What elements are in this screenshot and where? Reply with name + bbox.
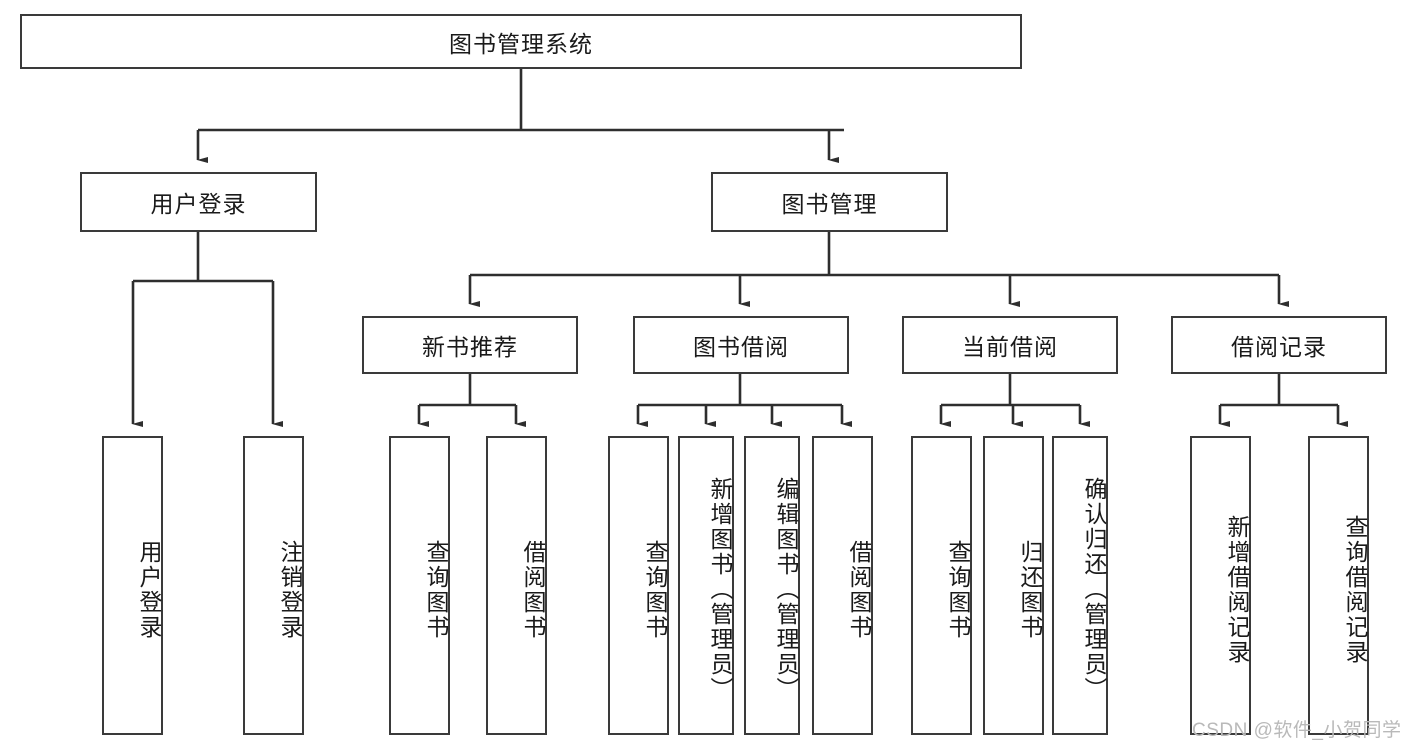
node-book-borrow-label: 图书借阅 (693, 334, 789, 360)
node-book-manage[interactable]: 图书管理 (711, 172, 948, 232)
node-leaf-confirm-return-label: 确认归还（管理员） (1081, 477, 1107, 702)
node-leaf-query-book-1[interactable]: 查询图书 (389, 436, 450, 735)
node-new-book-rec-label: 新书推荐 (422, 334, 518, 360)
node-leaf-query-book-1-label: 查询图书 (423, 539, 449, 640)
node-leaf-confirm-return[interactable]: 确认归还（管理员） (1052, 436, 1108, 735)
node-leaf-query-book-3[interactable]: 查询图书 (911, 436, 972, 735)
node-leaf-borrow-book-1[interactable]: 借阅图书 (486, 436, 547, 735)
node-leaf-query-record[interactable]: 查询借阅记录 (1308, 436, 1369, 735)
node-borrow-record[interactable]: 借阅记录 (1171, 316, 1387, 374)
node-leaf-borrow-book-1-label: 借阅图书 (520, 539, 546, 640)
node-leaf-add-record[interactable]: 新增借阅记录 (1190, 436, 1251, 735)
node-borrow-record-label: 借阅记录 (1231, 334, 1327, 360)
node-leaf-query-book-2-label: 查询图书 (642, 539, 668, 640)
node-leaf-user-login[interactable]: 用户登录 (102, 436, 163, 735)
node-leaf-borrow-book-2-label: 借阅图书 (846, 539, 872, 640)
csdn-watermark: CSDN @软件_小贺同学 (1192, 720, 1402, 741)
node-leaf-query-record-label: 查询借阅记录 (1342, 514, 1368, 665)
node-leaf-user-logout-label: 注销登录 (277, 539, 303, 640)
node-leaf-user-login-label: 用户登录 (136, 539, 162, 640)
node-user-login[interactable]: 用户登录 (80, 172, 317, 232)
node-leaf-borrow-book-2[interactable]: 借阅图书 (812, 436, 873, 735)
node-leaf-edit-book[interactable]: 编辑图书（管理员） (744, 436, 800, 735)
node-book-manage-label: 图书管理 (781, 191, 878, 217)
node-root[interactable]: 图书管理系统 (20, 14, 1022, 69)
node-leaf-query-book-3-label: 查询图书 (945, 539, 971, 640)
node-current-borrow[interactable]: 当前借阅 (902, 316, 1118, 374)
node-user-login-label: 用户登录 (150, 191, 247, 217)
node-leaf-return-book[interactable]: 归还图书 (983, 436, 1044, 735)
node-leaf-user-logout[interactable]: 注销登录 (243, 436, 304, 735)
node-leaf-return-book-label: 归还图书 (1017, 539, 1043, 640)
node-leaf-query-book-2[interactable]: 查询图书 (608, 436, 669, 735)
node-current-borrow-label: 当前借阅 (962, 334, 1058, 360)
node-leaf-edit-book-label: 编辑图书（管理员） (773, 477, 799, 702)
node-leaf-add-book[interactable]: 新增图书（管理员） (678, 436, 734, 735)
node-new-book-rec[interactable]: 新书推荐 (362, 316, 578, 374)
node-leaf-add-book-label: 新增图书（管理员） (707, 477, 733, 702)
node-book-borrow[interactable]: 图书借阅 (633, 316, 849, 374)
node-root-label: 图书管理系统 (449, 30, 593, 57)
node-leaf-add-record-label: 新增借阅记录 (1224, 514, 1250, 665)
